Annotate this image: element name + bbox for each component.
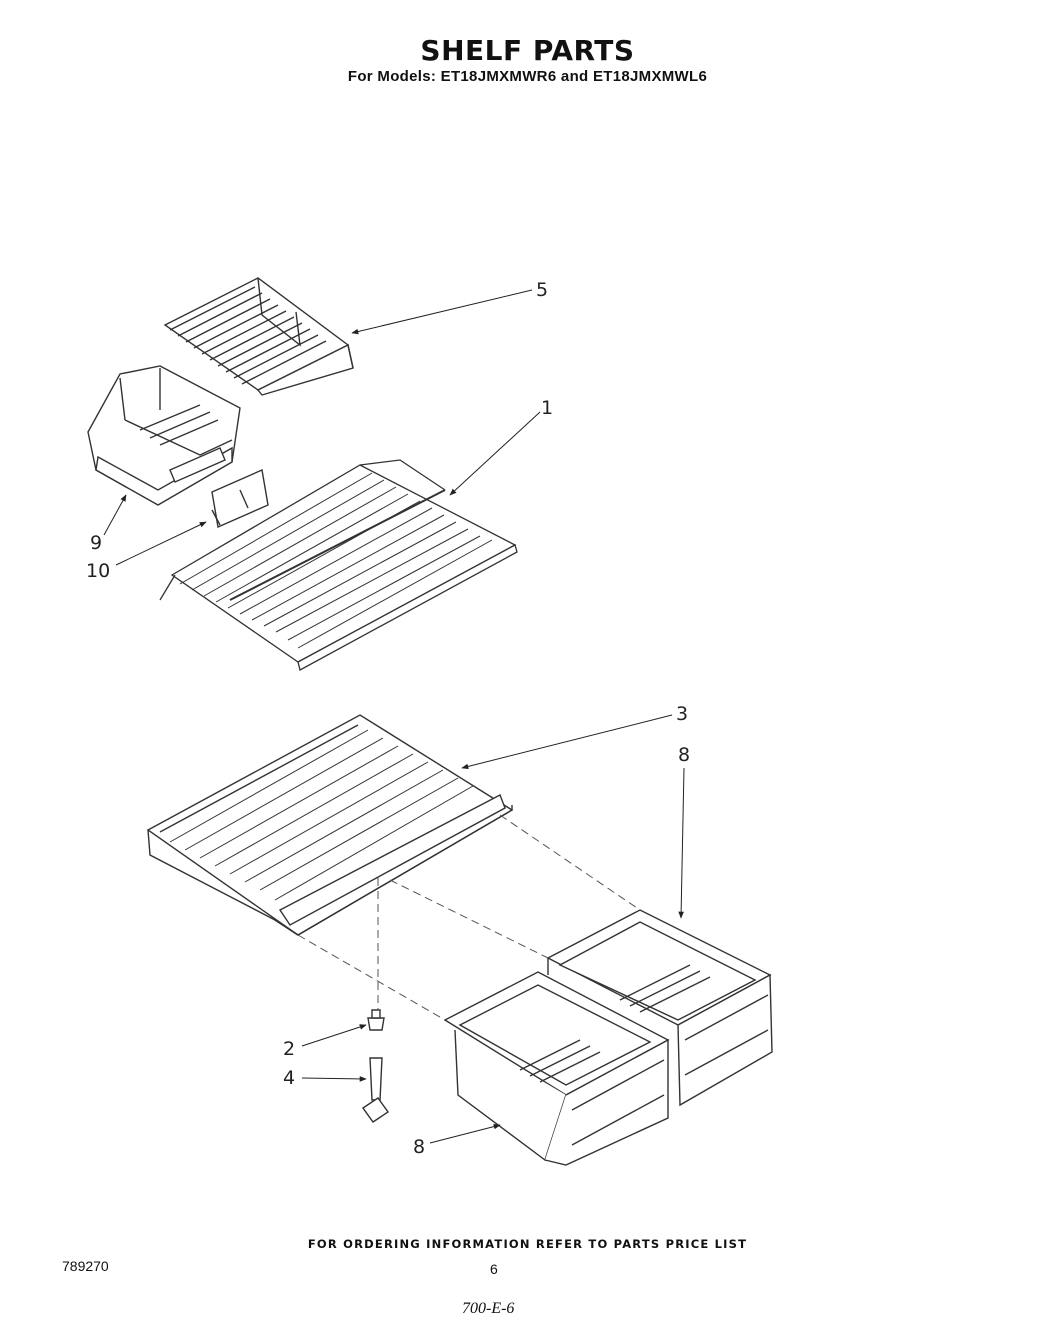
callout-4: 4	[283, 1067, 295, 1089]
document-number: 789270	[62, 1258, 109, 1274]
callout-2: 2	[283, 1038, 295, 1060]
part-3-crisper-cover	[146, 714, 514, 936]
callout-3: 3	[676, 703, 688, 725]
callout-1: 1	[541, 397, 553, 419]
models-subtitle: For Models: ET18JMXMWR6 and ET18JMXMWL6	[347, 68, 708, 85]
callout-10: 10	[86, 560, 110, 582]
callout-5: 5	[536, 279, 548, 301]
callout-leaders	[103, 289, 685, 1144]
part-9-storage-bin	[87, 365, 241, 506]
page-title: SHELF PARTS	[420, 34, 635, 67]
assembly-lines	[297, 814, 641, 1021]
part-8-crisper-drawers	[443, 909, 773, 1166]
page-number: 6	[490, 1261, 498, 1277]
handwritten-note: 700-E-6	[462, 1300, 515, 1317]
part-4-hinge-pin	[362, 1057, 389, 1123]
part-5-small-wire-shelf	[163, 277, 354, 396]
callout-9: 9	[90, 532, 102, 554]
part-10-clip	[211, 468, 269, 529]
ordering-information-note: FOR ORDERING INFORMATION REFER TO PARTS …	[307, 1237, 748, 1251]
part-1-wire-shelf	[159, 459, 518, 671]
part-2-roller	[367, 1009, 385, 1031]
callout-8-front: 8	[413, 1136, 425, 1158]
callout-8-back: 8	[678, 744, 690, 766]
